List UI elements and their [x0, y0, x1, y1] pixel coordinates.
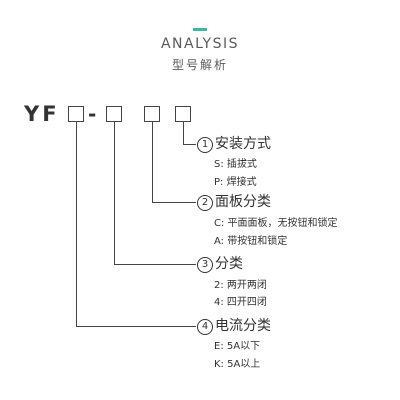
section-4-title-text: 电流分类	[215, 318, 271, 334]
section-3-item-1: 2: 两开两闭	[214, 280, 267, 291]
section-2-number: 2	[197, 195, 213, 211]
section-4-item-2: K: 5A以上	[214, 359, 261, 370]
connector-horizontal-3	[114, 264, 196, 265]
model-prefix: YF	[24, 102, 60, 126]
connector-vertical-3	[114, 122, 115, 264]
section-1-item-1: S: 插拔式	[214, 159, 257, 170]
section-4-number: 4	[197, 319, 213, 335]
section-3-number: 3	[197, 257, 213, 273]
connector-horizontal-2	[152, 202, 196, 203]
connector-vertical-1	[183, 122, 184, 144]
model-separator: -	[88, 102, 97, 126]
section-2-item-1: C: 平面面板，无按钮和锁定	[214, 218, 338, 229]
model-code-box-3	[144, 106, 160, 122]
model-code-box-1	[68, 106, 84, 122]
section-1-number: 1	[197, 137, 213, 153]
connector-horizontal-4	[76, 326, 196, 327]
connector-vertical-2	[152, 122, 153, 202]
section-4-item-1: E: 5A以下	[214, 341, 261, 352]
connector-horizontal-1	[183, 144, 196, 145]
header-title-zh: 型号解析	[171, 58, 228, 72]
model-code-box-2	[106, 106, 122, 122]
section-1-title-text: 安装方式	[215, 136, 271, 152]
header-title-en: ANALYSIS	[160, 36, 240, 52]
section-1-item-2: P: 焊接式	[214, 177, 257, 188]
model-code-box-4	[175, 106, 191, 122]
connector-vertical-4	[76, 122, 77, 326]
section-2-title-text: 面板分类	[215, 194, 271, 210]
section-2-item-2: A: 带按钮和锁定	[214, 236, 288, 247]
header-accent-bar	[193, 28, 207, 31]
section-3-item-2: 4: 四开四闭	[214, 297, 267, 308]
section-3-title-text: 分类	[215, 256, 243, 272]
